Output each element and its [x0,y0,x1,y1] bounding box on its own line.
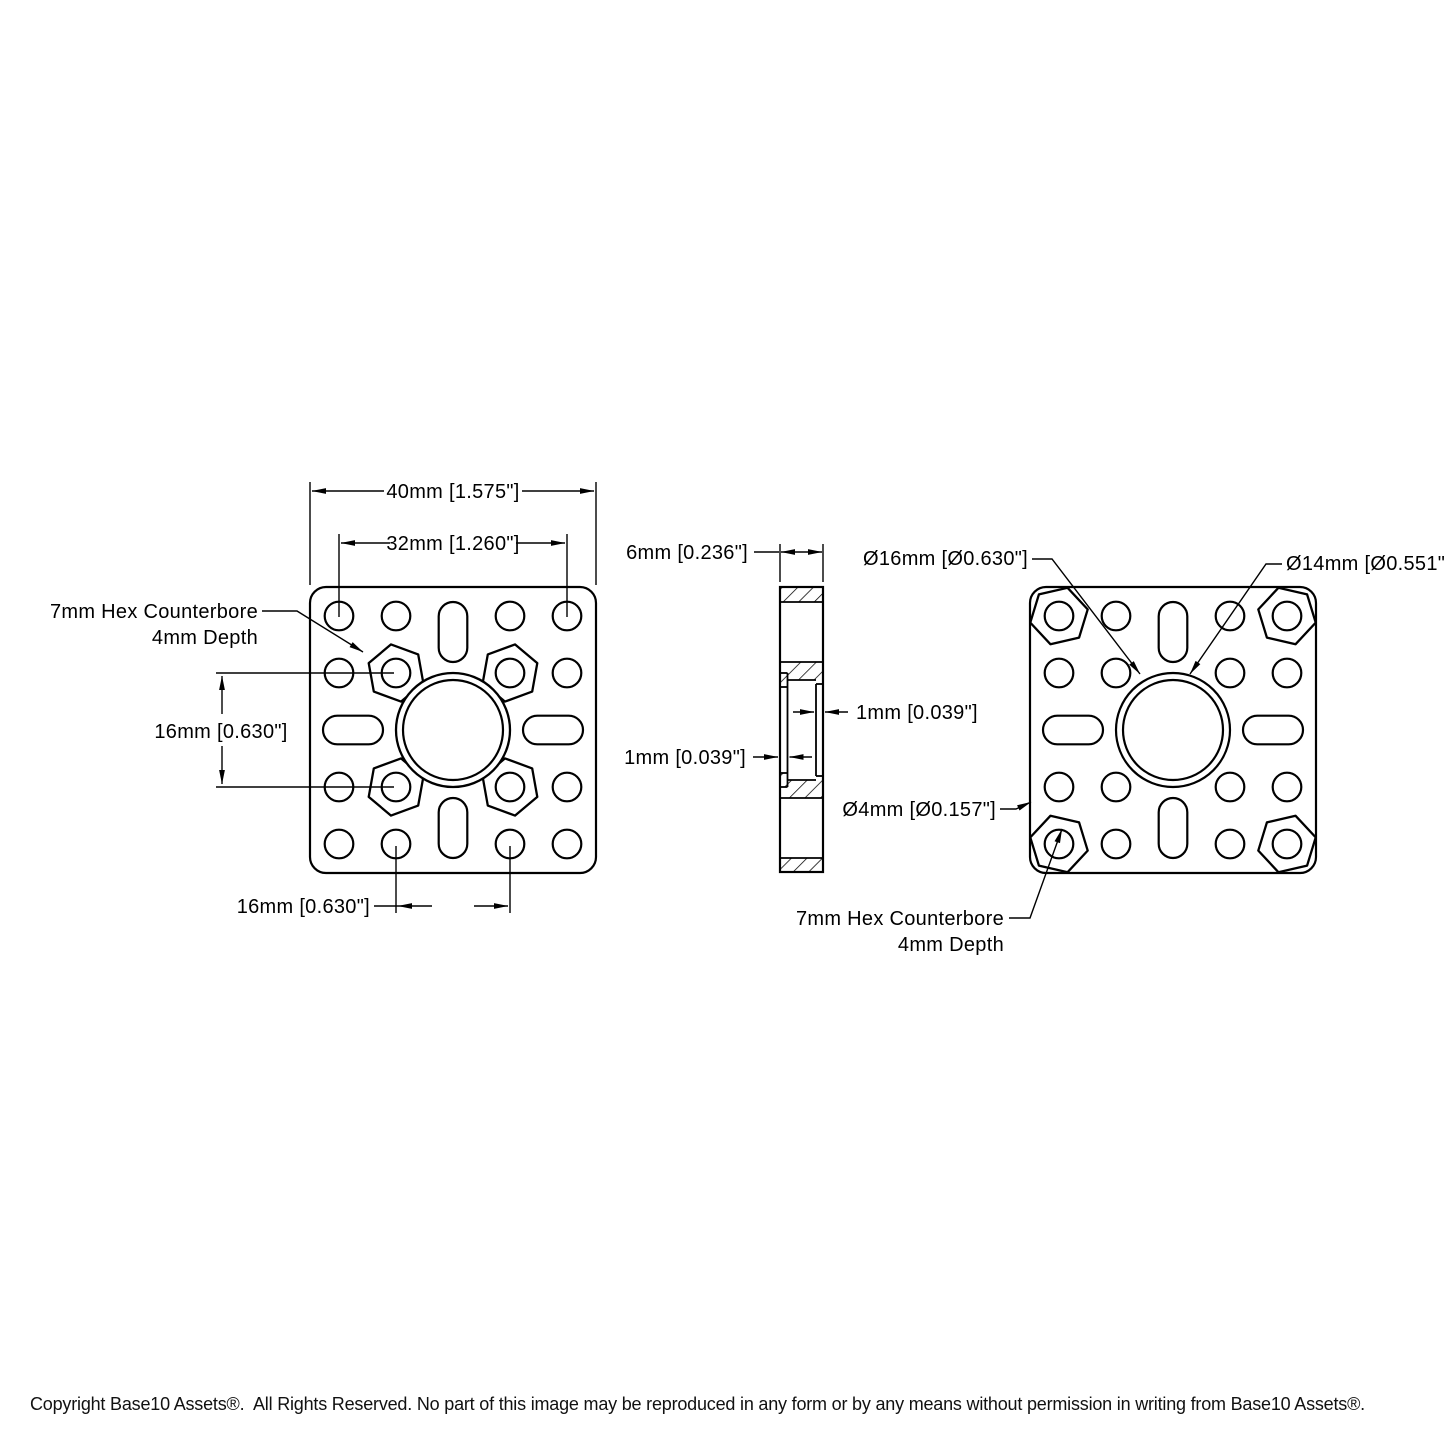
leader-line [1009,828,1063,919]
slot-right [521,714,585,746]
leader-line [262,610,364,653]
center-bore-outer [1114,671,1232,789]
hole-4mm [1271,657,1303,689]
dim-text-1mm-left: 1mm [0.039"] [624,747,746,769]
hatch-band [780,858,823,872]
corner-hole-4mm [1043,600,1075,632]
hole-4mm [1100,600,1132,632]
leader-line [1189,563,1282,675]
hatch-band-lip [780,673,788,687]
hatch-band [787,662,823,680]
hole-4mm [1214,828,1246,860]
plate-outline [1028,585,1318,875]
callout-bore-inner: Ø14mm [Ø0.551"] [1189,553,1445,675]
dim-32mm: 32mm [1.260"] [338,533,568,617]
section-internal-lines [780,601,823,859]
callout-text-line2: 4mm Depth [152,627,258,649]
dim-text-16mm-vertical: 16mm [0.630"] [154,721,287,743]
dim-16mm-bottom: 16mm [0.630"] [237,846,511,918]
section-hatch [780,587,823,872]
dim-6mm: 6mm [0.236"] [626,542,824,582]
hex-boss-group [367,643,539,817]
slot-left [321,714,385,746]
corner-hole-4mm [1271,828,1303,860]
dim-text-40mm: 40mm [1.575"] [386,481,519,503]
hex-hole-4mm [494,771,526,803]
holes-group [1043,600,1303,860]
dim-40mm: 40mm [1.575"] [309,481,597,585]
corner-hex-counterbore [1257,814,1316,873]
hole-4mm [1271,771,1303,803]
dim-text-1mm-right: 1mm [0.039"] [856,702,978,724]
hatch-band-lip [780,773,788,787]
slot-right [1241,714,1305,746]
copyright-notice: Copyright Base10 Assets®. All Rights Res… [30,1394,1365,1414]
leader-line [1032,558,1141,675]
callout-text-line2: 4mm Depth [898,934,1004,956]
hole-4mm [1043,657,1075,689]
slot-top [437,600,469,664]
slot-top [1157,600,1189,664]
slot-bottom [1157,796,1189,860]
front-view: 40mm [1.575"] 32mm [1.260"] 16mm [0.630"… [50,481,598,918]
callout-text-line1: 7mm Hex Counterbore [796,908,1004,930]
dim-1mm-right: 1mm [0.039"] [793,702,978,724]
callout-bore-outer: Ø16mm [Ø0.630"] [863,548,1141,675]
callout-small-hole: Ø4mm [Ø0.157"] [842,799,1032,821]
callout-hex-counterbore-left: 7mm Hex Counterbore 4mm Depth [50,601,364,653]
corner-hex-counterbore [1030,814,1089,873]
corner-hole-4mm [1043,828,1075,860]
hatch-band [787,780,823,798]
hole-4mm [1214,771,1246,803]
hole-4mm [551,657,583,689]
corner-hex-counterbore [1030,587,1089,646]
dim-text-6mm: 6mm [0.236"] [626,542,748,564]
hole-4mm [1214,600,1246,632]
hex-hole-4mm [494,657,526,689]
hole-4mm [494,600,526,632]
hole-4mm [1043,771,1075,803]
corner-hex-counterbore [1257,587,1316,646]
hole-4mm [1100,657,1132,689]
hole-4mm [323,828,355,860]
slot-bottom [437,796,469,860]
callout-hex-counterbore-right: 7mm Hex Counterbore 4mm Depth [796,828,1063,956]
hole-4mm [551,828,583,860]
slot-left [1041,714,1105,746]
corner-hex-group [1030,587,1316,873]
hole-4mm [1100,771,1132,803]
center-bore-outer [394,671,512,789]
callout-text-d16: Ø16mm [Ø0.630"] [863,548,1028,570]
center-bore-inner [401,678,505,782]
hole-4mm [1100,828,1132,860]
hole-4mm [380,600,412,632]
hole-4mm [1214,657,1246,689]
callout-text-line1: 7mm Hex Counterbore [50,601,258,623]
dim-text-16mm-bottom: 16mm [0.630"] [237,896,370,918]
hole-4mm [551,771,583,803]
callout-text-d4: Ø4mm [Ø0.157"] [842,799,996,821]
dim-16mm-vertical: 16mm [0.630"] [154,672,394,788]
leader-line [1000,801,1032,811]
callout-text-d14: Ø14mm [Ø0.551"] [1286,553,1445,575]
dim-text-32mm: 32mm [1.260"] [386,533,519,555]
dim-1mm-left: 1mm [0.039"] [624,747,812,769]
hatch-band [780,587,823,602]
center-bore-inner [1121,678,1225,782]
corner-hole-4mm [1271,600,1303,632]
plate-outline [308,585,598,875]
slots-group [321,600,585,860]
slots-group [1041,600,1305,860]
rear-view: Ø16mm [Ø0.630"] Ø14mm [Ø0.551"] Ø4mm [Ø0… [796,548,1445,956]
side-section-view: 6mm [0.236"] 1mm [0.039"] 1mm [0.039"] [624,542,978,874]
